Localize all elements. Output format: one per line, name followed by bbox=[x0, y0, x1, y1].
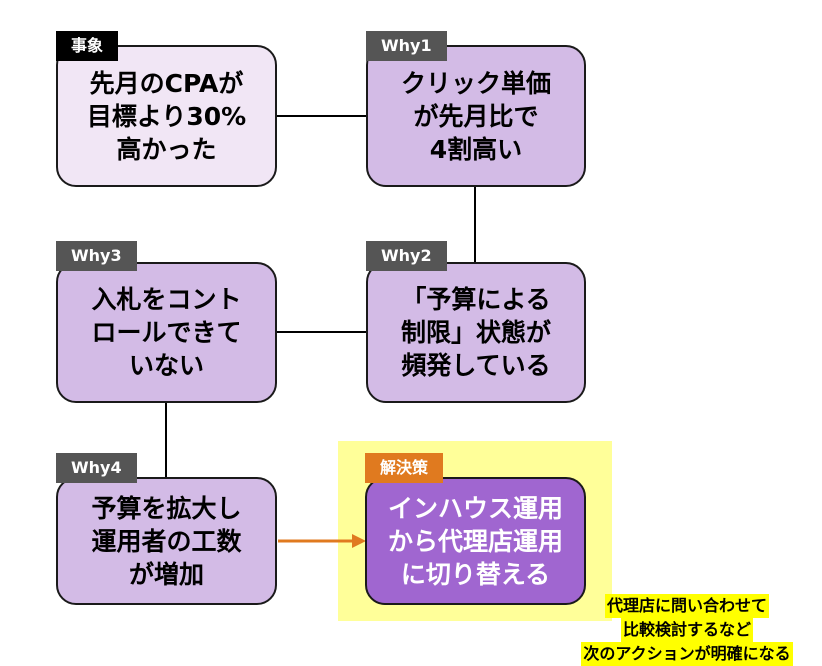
why3-tag: Why3 bbox=[56, 241, 137, 271]
action-note-line-2: 比較検討するなど bbox=[620, 618, 753, 642]
arrow-head-icon bbox=[352, 534, 366, 548]
solution-tag: 解決策 bbox=[365, 453, 444, 483]
event-tag: 事象 bbox=[56, 31, 119, 61]
why3-box: 入札をコント ロールできて いない bbox=[56, 262, 277, 403]
why2-box: 「予算による 制限」状態が 頻発している bbox=[366, 262, 586, 403]
why1-tag: Why1 bbox=[366, 31, 447, 61]
why3-text: 入札をコント ロールできて いない bbox=[91, 285, 242, 380]
event-box: 先月のCPAが 目標より30% 高かった bbox=[56, 45, 277, 187]
why1-text: クリック単価 が先月比で 4割高い bbox=[400, 68, 551, 164]
action-note-line-1: 代理店に問い合わせて bbox=[604, 594, 769, 618]
event-text: 先月のCPAが 目標より30% 高かった bbox=[86, 68, 247, 164]
action-note-line-3: 次のアクションが明確になる bbox=[581, 642, 793, 666]
why4-text: 予算を拡大し 運用者の工数 が増加 bbox=[91, 493, 242, 589]
why2-tag: Why2 bbox=[366, 241, 447, 271]
solution-text: インハウス運用 から代理店運用 に切り替える bbox=[387, 493, 563, 589]
why2-text: 「予算による 制限」状態が 頻発している bbox=[400, 285, 551, 380]
action-note: 代理店に問い合わせて 比較検討するなど 次のアクションが明確になる bbox=[563, 570, 811, 666]
why4-tag: Why4 bbox=[56, 453, 137, 483]
why1-box: クリック単価 が先月比で 4割高い bbox=[366, 45, 586, 187]
why4-box: 予算を拡大し 運用者の工数 が増加 bbox=[56, 477, 277, 605]
solution-box: インハウス運用 から代理店運用 に切り替える bbox=[365, 477, 586, 605]
